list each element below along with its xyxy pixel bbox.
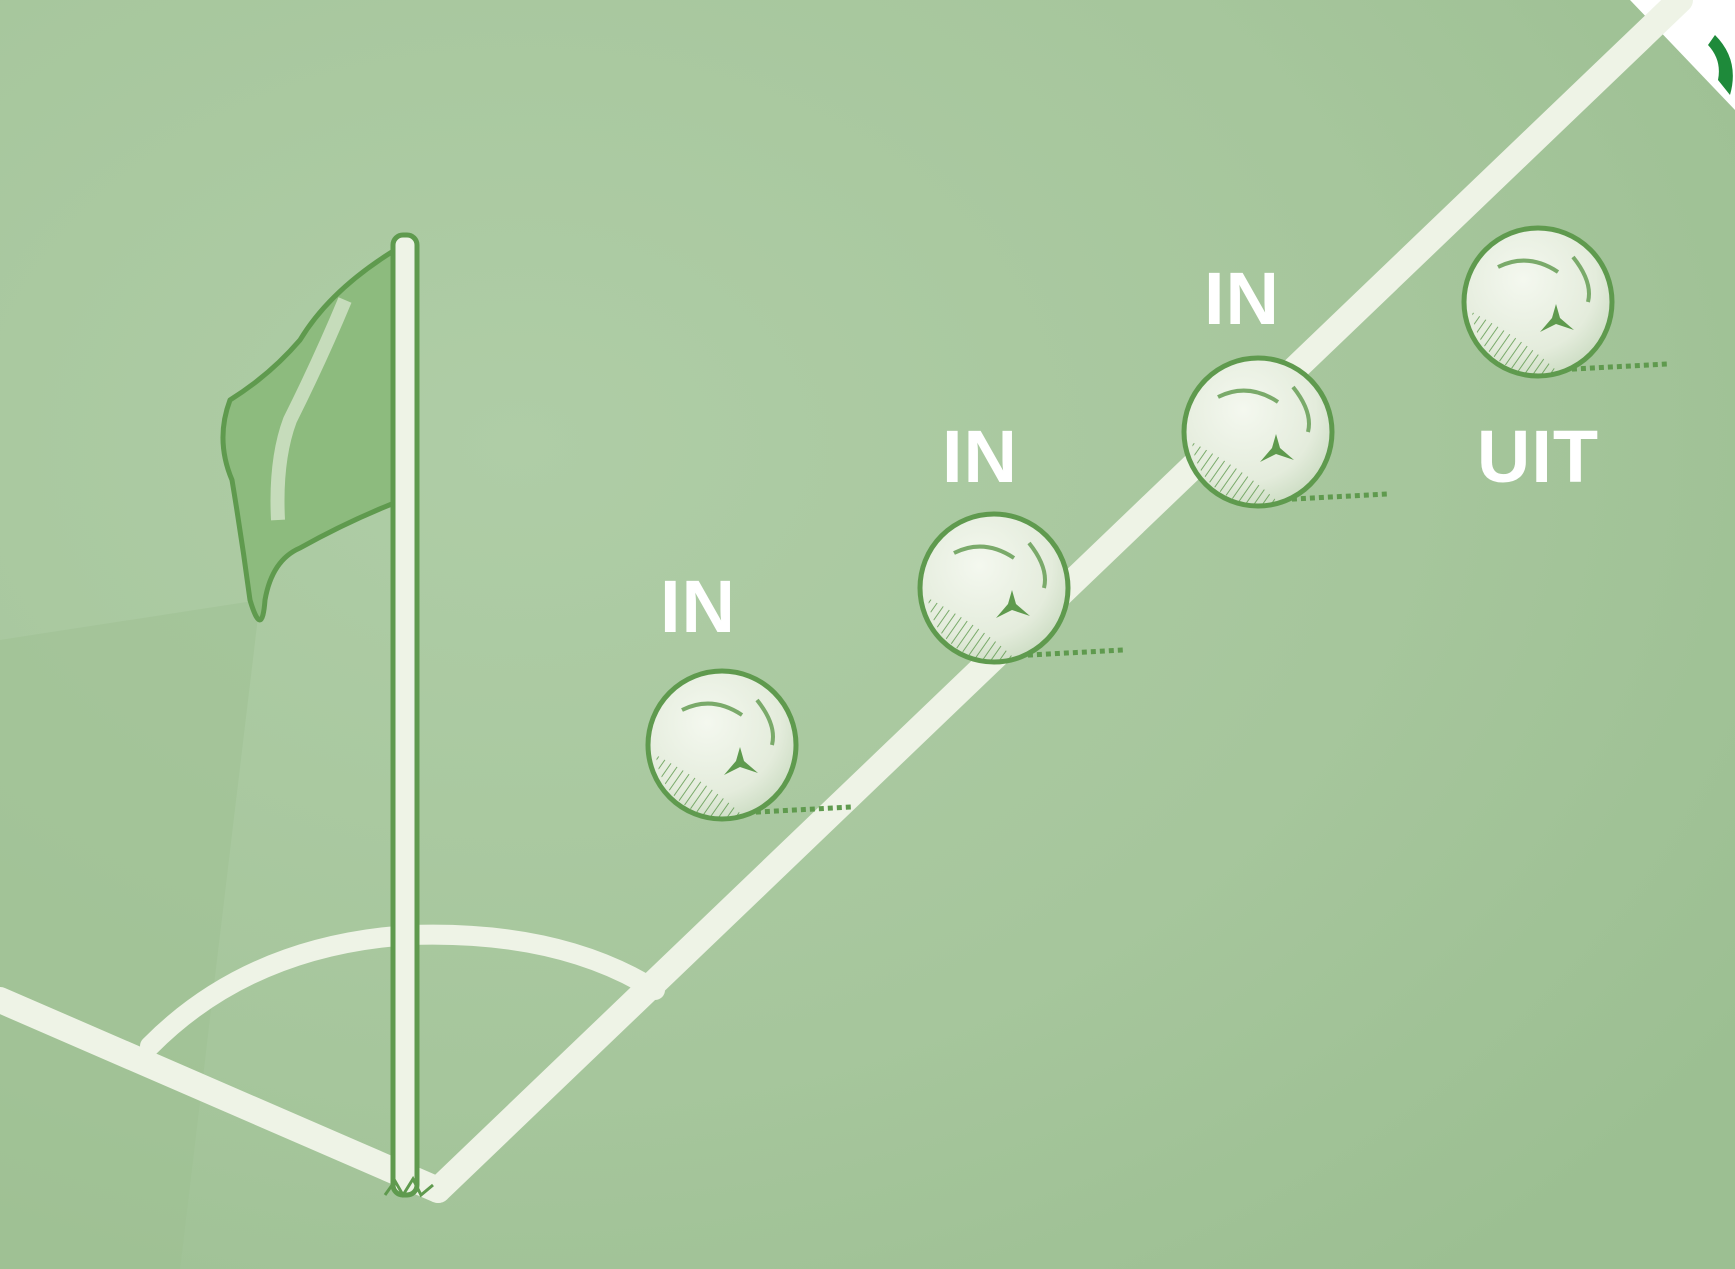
flag-pole bbox=[393, 235, 417, 1195]
ball-label-2: IN bbox=[942, 420, 1018, 494]
ball-label-4: UIT bbox=[1477, 420, 1599, 494]
ball-label-1: IN bbox=[660, 570, 736, 644]
ball-label-3: IN bbox=[1204, 262, 1280, 336]
